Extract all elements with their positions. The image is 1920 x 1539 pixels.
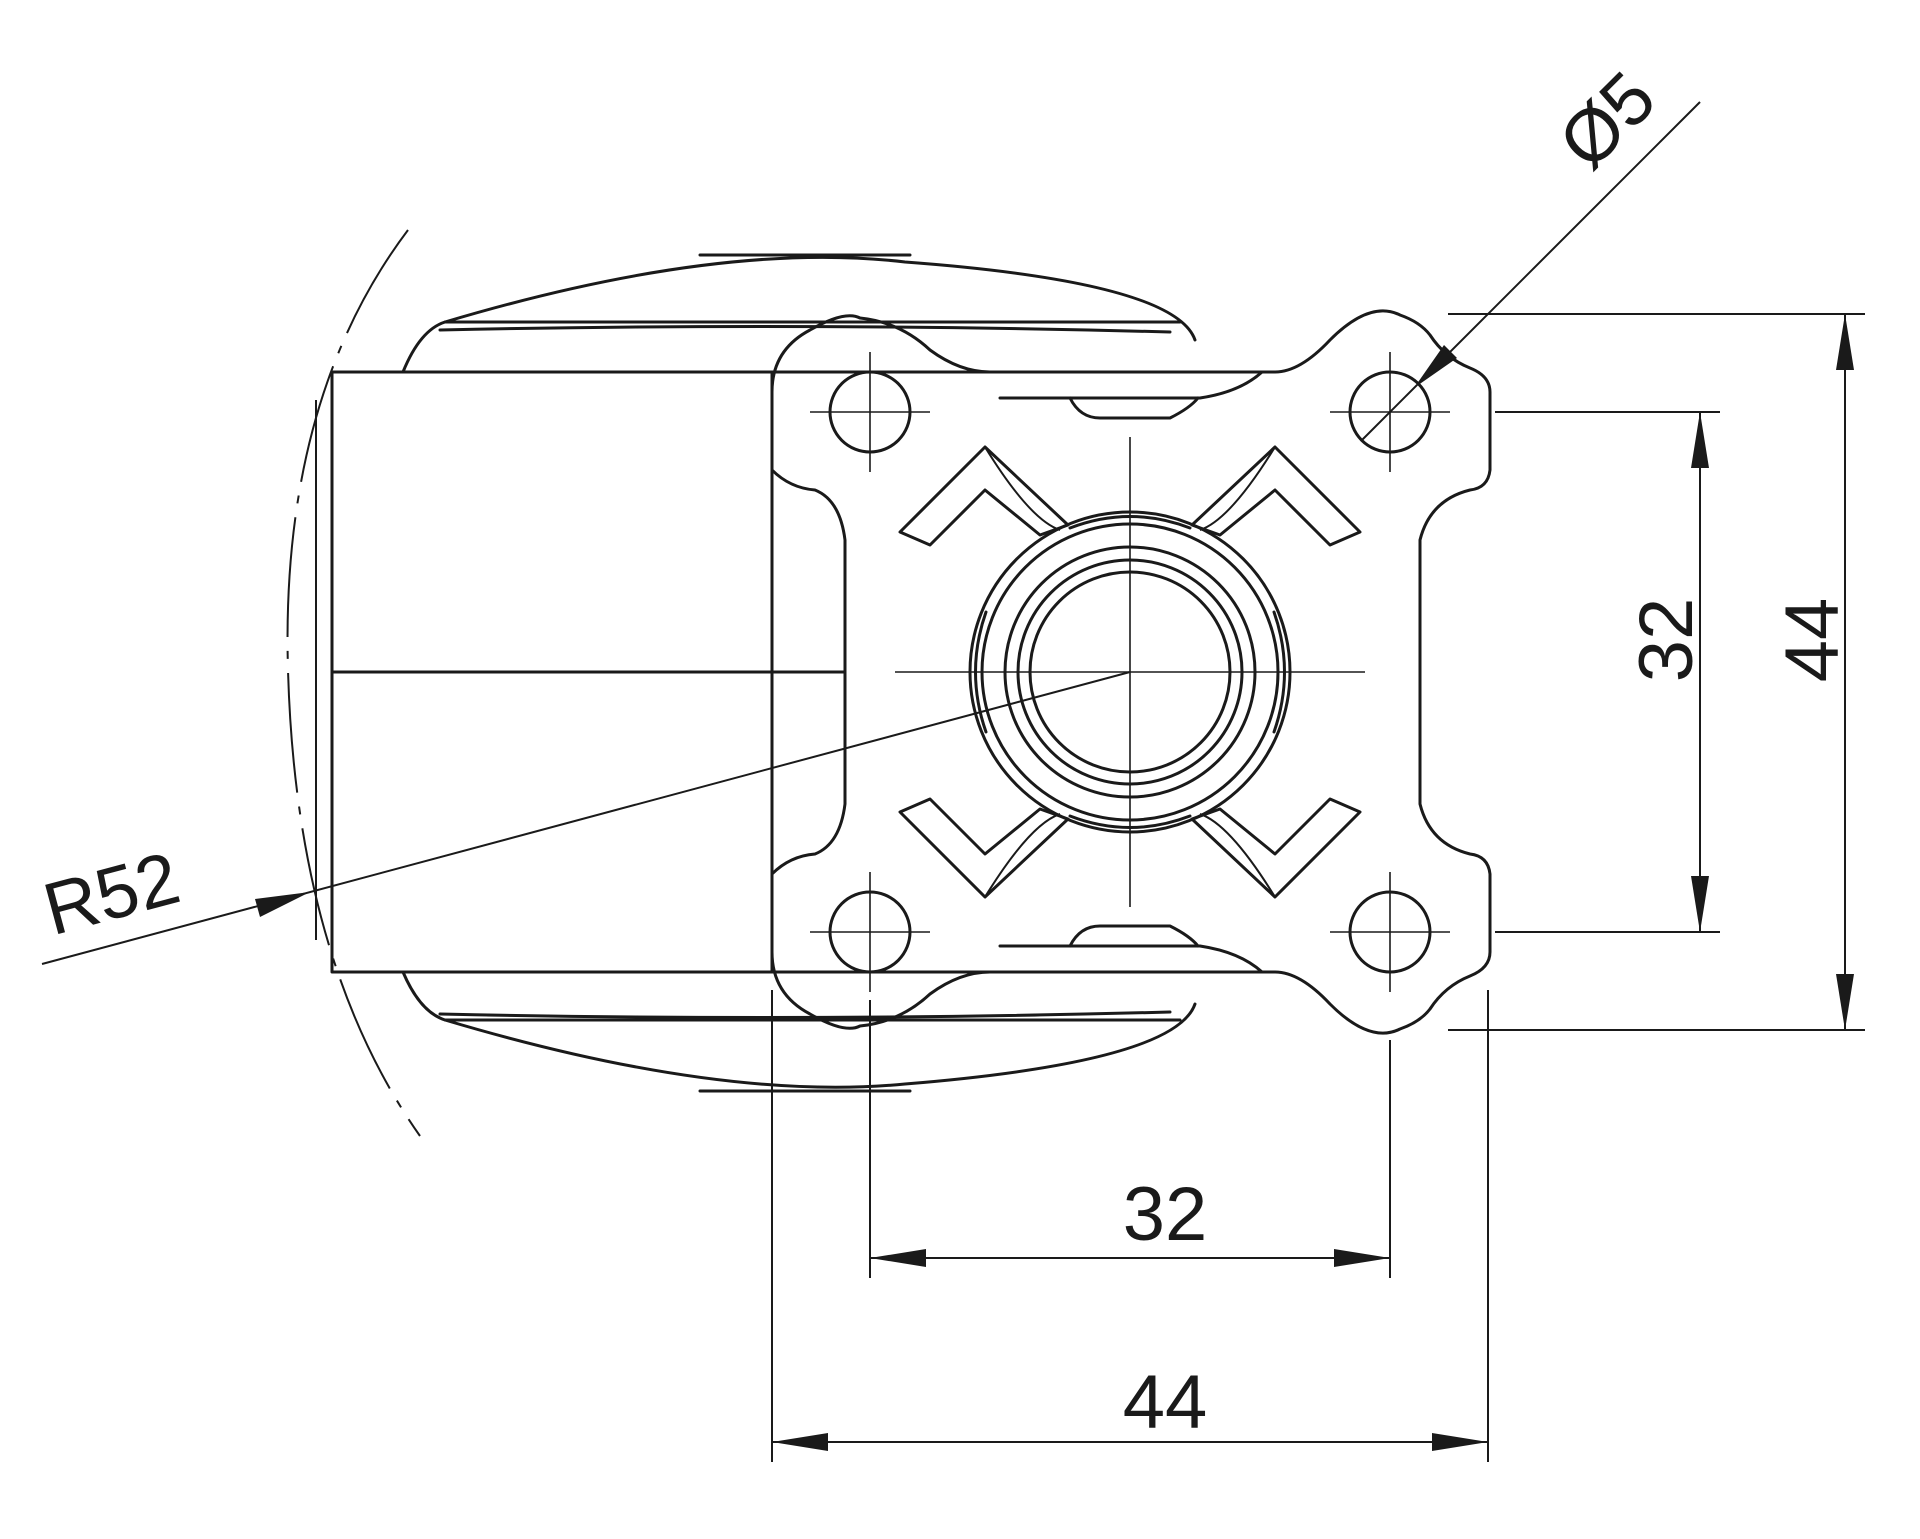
dim-label-diameter-5: Ø5 [1543,56,1671,184]
dimension-32-horizontal [870,1249,1390,1267]
dim-label-32-vertical: 32 [1624,598,1709,683]
dimension-44-horizontal [772,1433,1488,1451]
leader-diameter-5 [1361,101,1701,441]
mounting-plate [770,309,1492,1035]
dim-label-32-horizontal: 32 [1123,1172,1208,1257]
plate-ribs [898,445,1362,899]
dimension-44-vertical [1836,314,1854,1030]
dim-label-44-vertical: 44 [1770,598,1855,683]
dimension-32-vertical [1691,412,1709,932]
leader-r52 [41,671,1131,965]
dim-label-44-horizontal: 44 [1123,1360,1208,1445]
wheel-body [315,253,1264,1093]
hole-centerlines [810,352,1450,992]
dim-label-r52: R52 [35,836,188,951]
wheel-radius-arc [286,229,421,1137]
extension-lines [771,313,1865,1462]
